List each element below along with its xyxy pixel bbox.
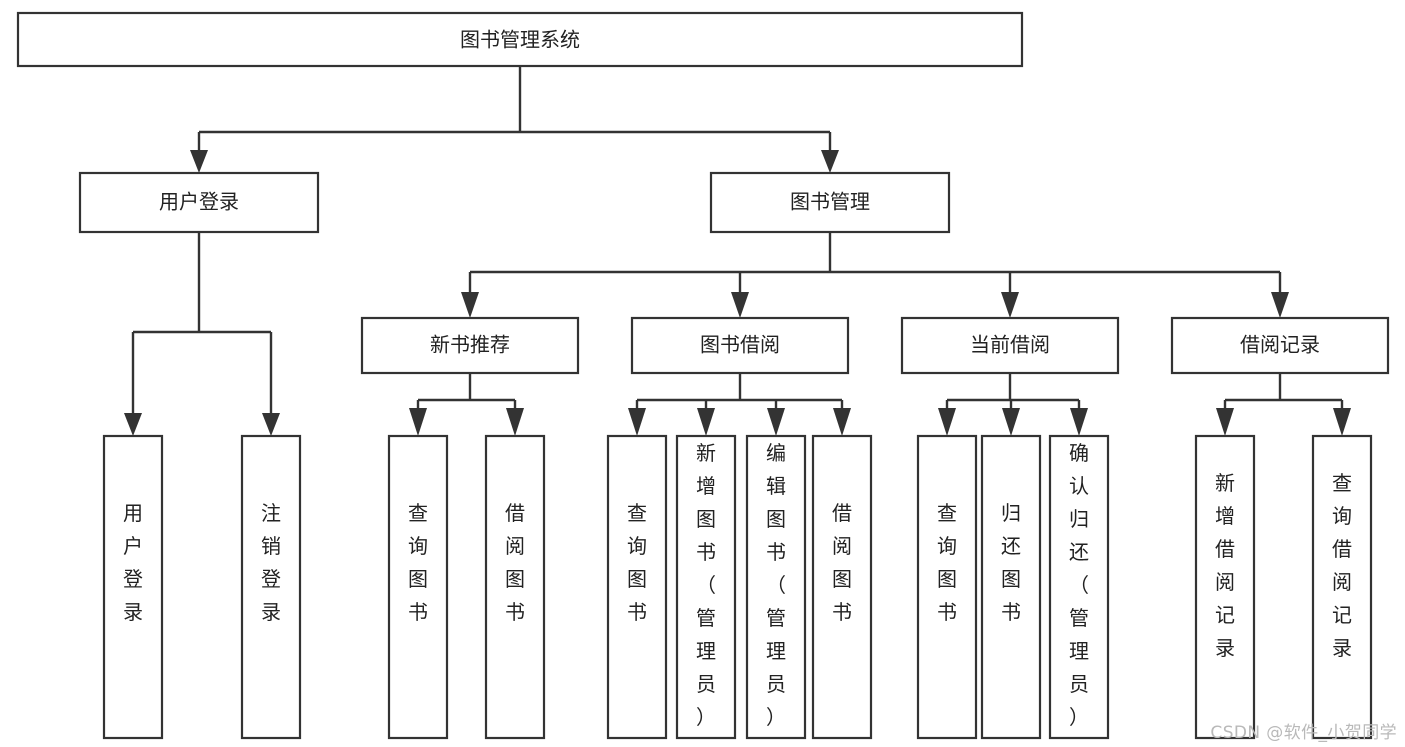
node-root-label: 图书管理系统	[460, 28, 580, 52]
node-newbook-label: 新书推荐	[430, 333, 510, 357]
node-root[interactable]: 图书管理系统	[16, 11, 1024, 68]
node-login[interactable]: 用户登录	[78, 171, 320, 234]
node-leaf-records-query[interactable]: 查询借阅记录	[1311, 434, 1373, 740]
node-records-box[interactable]	[1170, 316, 1390, 375]
node-leaf-borrow-query[interactable]: 查询图书	[606, 434, 668, 740]
node-current[interactable]: 当前借阅	[900, 316, 1120, 375]
connector-group-borrow-to-leaves	[628, 373, 851, 436]
arrow-head-newbook	[461, 292, 479, 318]
node-leaf-newbook-query-box[interactable]	[387, 434, 449, 740]
node-leaf-current-return[interactable]: 归还图书	[980, 434, 1042, 740]
connector-group-bookmgmt-to-level3	[461, 232, 1289, 318]
node-leaf-current-return-label: 归还图书	[1001, 501, 1021, 624]
arrow-head-bookmgmt	[821, 150, 839, 173]
connector-group-root-to-level2	[190, 66, 839, 173]
node-borrow-label: 图书借阅	[700, 333, 780, 357]
node-leaf-borrow-query-box[interactable]	[606, 434, 668, 740]
node-newbook-box[interactable]	[360, 316, 580, 375]
node-records[interactable]: 借阅记录	[1170, 316, 1390, 375]
node-leaf-current-query-box[interactable]	[916, 434, 978, 740]
node-leaf-current-confirm[interactable]: 确认归还（管理员）	[1048, 434, 1110, 740]
node-newbook[interactable]: 新书推荐	[360, 316, 580, 375]
node-login-box[interactable]	[78, 171, 320, 234]
connector-group-records-to-leaves	[1216, 373, 1351, 436]
arrow-head-login	[190, 150, 208, 173]
node-leaf-newbook-query[interactable]: 查询图书	[387, 434, 449, 740]
node-leaf-borrow-query-label: 查询图书	[627, 501, 647, 624]
node-login-label: 用户登录	[159, 190, 239, 214]
node-leaf-borrow-borrow-label: 借阅图书	[832, 501, 852, 624]
node-bookmgmt-box[interactable]	[709, 171, 951, 234]
arrow-head-records-query	[1333, 408, 1351, 436]
node-leaf-newbook-borrow[interactable]: 借阅图书	[484, 434, 546, 740]
arrow-head-current-confirm	[1070, 408, 1088, 436]
node-root-box[interactable]	[16, 11, 1024, 68]
node-leaf-records-add-box[interactable]	[1194, 434, 1256, 740]
node-leaf-borrow-edit-label: 编辑图书（管理员）	[766, 441, 786, 729]
arrow-head-current-return	[1002, 408, 1020, 436]
node-bookmgmt-label: 图书管理	[790, 190, 870, 214]
arrow-head-borrow	[731, 292, 749, 318]
node-leaf-newbook-borrow-label: 借阅图书	[505, 501, 525, 624]
arrow-head-current	[1001, 292, 1019, 318]
connector-group-current-to-leaves	[938, 373, 1088, 436]
node-borrow-box[interactable]	[630, 316, 850, 375]
arrow-head-records-add	[1216, 408, 1234, 436]
node-leaf-current-query-label: 查询图书	[937, 501, 957, 624]
node-records-label: 借阅记录	[1240, 333, 1320, 357]
arrow-head-newbook-borrow	[506, 408, 524, 436]
arrow-head-records	[1271, 292, 1289, 318]
arrow-head-borrow-query	[628, 408, 646, 436]
node-leaf-records-add-label: 新增借阅记录	[1215, 471, 1235, 660]
node-leaf-current-return-box[interactable]	[980, 434, 1042, 740]
node-leaf-current-query[interactable]: 查询图书	[916, 434, 978, 740]
node-leaf-user-login-box[interactable]	[102, 434, 164, 740]
arrow-head-borrow-edit	[767, 408, 785, 436]
node-leaf-records-query-box[interactable]	[1311, 434, 1373, 740]
node-leaf-borrow-add-box[interactable]	[675, 434, 737, 740]
node-current-box[interactable]	[900, 316, 1120, 375]
arrow-head-newbook-query	[409, 408, 427, 436]
arrow-head-borrow-borrow	[833, 408, 851, 436]
node-leaf-user-logout-box[interactable]	[240, 434, 302, 740]
arrow-head-borrow-add	[697, 408, 715, 436]
arrow-head-user-logout	[262, 413, 280, 436]
node-leaf-user-login-label: 用户登录	[123, 501, 143, 624]
node-leaf-borrow-borrow-box[interactable]	[811, 434, 873, 740]
node-leaf-newbook-query-label: 查询图书	[408, 501, 428, 624]
node-leaf-user-logout-label: 注销登录	[261, 501, 281, 624]
node-bookmgmt[interactable]: 图书管理	[709, 171, 951, 234]
connector-group-newbook-to-leaves	[409, 373, 524, 436]
node-leaf-borrow-add-label: 新增图书（管理员）	[696, 441, 716, 729]
arrow-head-current-query	[938, 408, 956, 436]
node-leaf-records-query-label: 查询借阅记录	[1332, 471, 1352, 660]
node-leaf-current-confirm-label: 确认归还（管理员）	[1069, 441, 1089, 729]
node-leaf-current-confirm-box[interactable]	[1048, 434, 1110, 740]
node-current-label: 当前借阅	[970, 333, 1050, 357]
node-leaf-records-add[interactable]: 新增借阅记录	[1194, 434, 1256, 740]
node-leaf-borrow-edit[interactable]: 编辑图书（管理员）	[745, 434, 807, 740]
node-borrow[interactable]: 图书借阅	[630, 316, 850, 375]
node-leaf-borrow-edit-box[interactable]	[745, 434, 807, 740]
node-leaf-borrow-add[interactable]: 新增图书（管理员）	[675, 434, 737, 740]
connector-group-login-to-leaves	[124, 232, 280, 436]
node-leaf-borrow-borrow[interactable]: 借阅图书	[811, 434, 873, 740]
node-leaf-user-login[interactable]: 用户登录	[102, 434, 164, 740]
arrow-head-user-login	[124, 413, 142, 436]
node-leaf-user-logout[interactable]: 注销登录	[240, 434, 302, 740]
node-leaf-newbook-borrow-box[interactable]	[484, 434, 546, 740]
